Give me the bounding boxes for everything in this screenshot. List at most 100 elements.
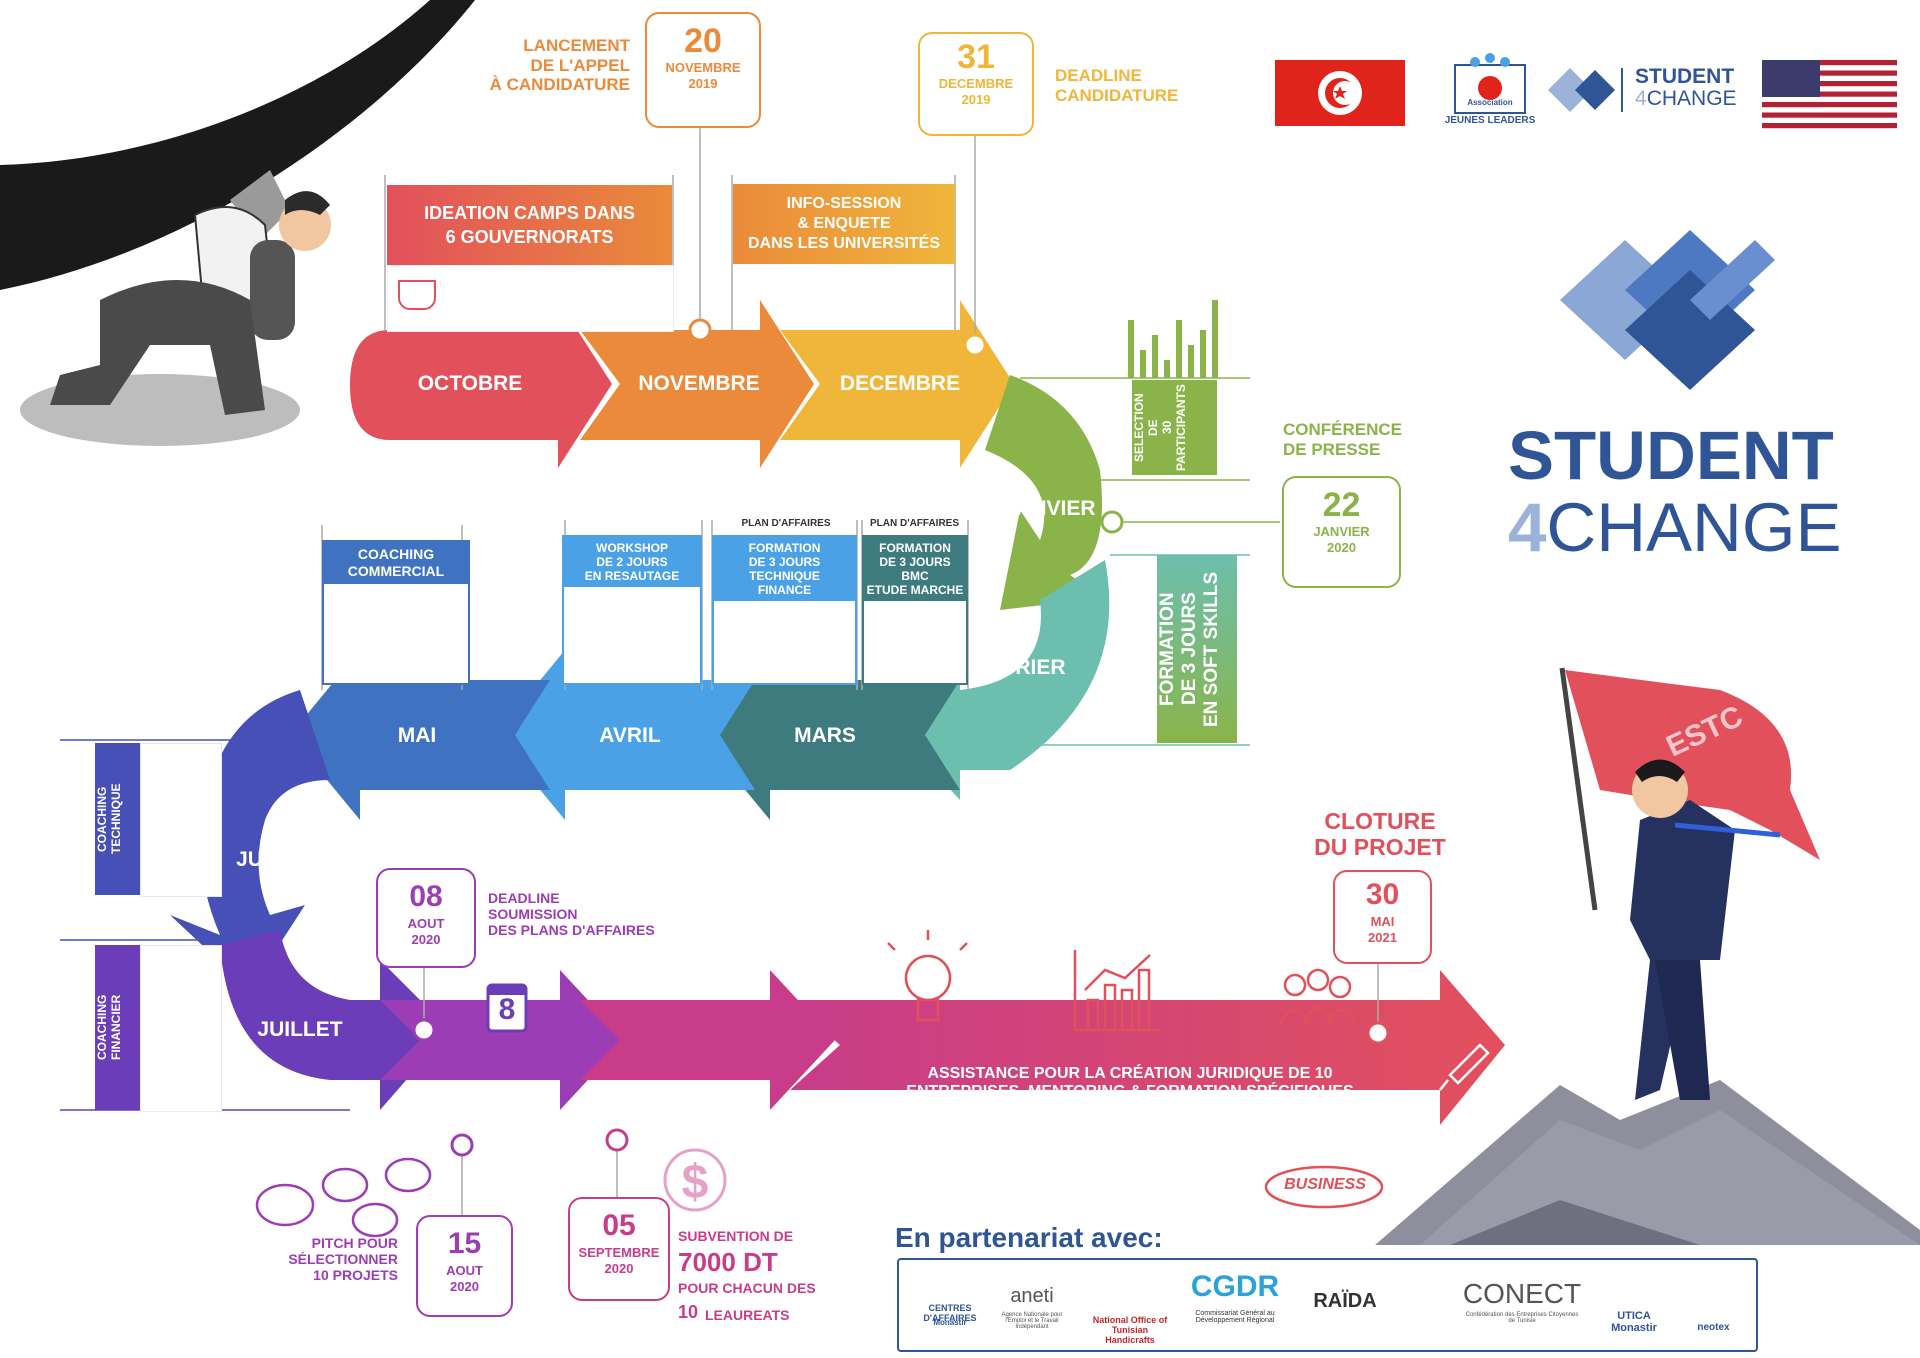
partner-handicrafts: National Office of Tunisian Handicrafts xyxy=(1092,1315,1168,1345)
cloture-label: CLOTURE DU PROJET xyxy=(1314,808,1446,861)
launch-month: NOVEMBRE xyxy=(665,60,741,75)
month-mars: MARS xyxy=(794,724,856,747)
deadline-label: DEADLINE CANDIDATURE xyxy=(1055,66,1179,105)
small-brand-change-line: 4CHANGE xyxy=(1635,88,1755,110)
month-mai: MAI xyxy=(397,724,437,747)
partner-centres-affaires-sub: Monastir xyxy=(933,1318,967,1327)
pushing-man-illustration xyxy=(20,170,331,446)
subvention-line-1: SUBVENTION DE xyxy=(678,1228,794,1244)
conference-date-box: 22 JANVIER 2020 xyxy=(1282,476,1401,588)
card-coaching-commercial: COACHING COMMERCIAL xyxy=(322,540,470,685)
card-plan1: FORMATION DE 3 JOURS TECHNIQUE FINANCE xyxy=(712,535,857,685)
arrow-novembre xyxy=(580,300,814,468)
partner-aneti: aneti xyxy=(1010,1285,1054,1307)
cloture-date-box: 30 MAI 2021 xyxy=(1333,870,1432,964)
launch-day: 20 xyxy=(684,22,722,60)
card-plan1-title: FORMATION DE 3 JOURS TECHNIQUE FINANCE xyxy=(714,537,855,601)
partner-cgdr-sub: Commissariat Général au Développement Ré… xyxy=(1195,1310,1275,1324)
info-session-banner: INFO-SESSION & ENQUETE DANS LES UNIVERSI… xyxy=(733,184,955,264)
conference-year: 2020 xyxy=(1327,540,1356,555)
partner-raida: RAÏDA xyxy=(1313,1290,1377,1312)
partners-title: En partenariat avec: xyxy=(895,1222,1163,1253)
partner-centres-affaires: CENTRES D'AFFAIRES xyxy=(923,1303,977,1323)
month-novembre: NOVEMBRE xyxy=(638,372,760,395)
cloture-day: 30 xyxy=(1365,878,1400,911)
aout08-month: AOUT xyxy=(407,916,445,931)
sept05-year: 2020 xyxy=(604,1261,634,1276)
selection-bars-icon xyxy=(1128,300,1218,378)
small-brand-change: CHANGE xyxy=(1646,87,1737,110)
calendar-number: 8 xyxy=(498,993,516,1026)
calendar-icon xyxy=(486,983,528,1033)
arrow-aout xyxy=(380,970,625,1110)
card-plan2-caption: PLAN D'AFFAIRES xyxy=(869,518,960,529)
cloture-year: 2021 xyxy=(1368,930,1397,945)
conference-day: 22 xyxy=(1322,486,1361,524)
arrow-fevrier xyxy=(895,560,1110,800)
month-octobre: OCTOBRE xyxy=(417,372,523,395)
arrow-juin xyxy=(170,690,330,990)
partners-box xyxy=(897,1258,1758,1352)
man-on-mountain-illustration xyxy=(1375,667,1920,1245)
subvention-line-2: 7000 DT xyxy=(678,1247,778,1277)
aout08-year: 2020 xyxy=(411,932,441,947)
team-people-icon xyxy=(1278,968,1357,1026)
partner-neotex: neotex xyxy=(1697,1322,1730,1333)
arrow-septembre xyxy=(580,970,835,1110)
big-brand-four: 4 xyxy=(1508,489,1547,566)
aout15-day: 15 xyxy=(447,1227,482,1260)
small-brand-logo: STUDENT 4CHANGE xyxy=(1635,66,1755,110)
arrow-mai xyxy=(290,650,550,820)
cloture-month: MAI xyxy=(1370,914,1395,929)
assistance-label: ASSISTANCE POUR LA CRÉATION JURIDIQUE DE… xyxy=(906,1065,1354,1101)
estc-big-logo xyxy=(1560,230,1775,390)
month-avril: AVRIL xyxy=(599,724,661,747)
small-brand-four: 4 xyxy=(1635,87,1647,110)
speech-bubbles-icon xyxy=(255,1157,432,1238)
sept05-day: 05 xyxy=(602,1209,636,1242)
big-brand-change: CHANGE xyxy=(1546,489,1842,566)
black-arc xyxy=(0,0,475,290)
coffee-cup-icon xyxy=(398,280,436,310)
month-juillet: JUILLET xyxy=(257,1018,343,1041)
big-brand-logo: STUDENT 4CHANGE xyxy=(1508,420,1848,564)
month-septembre: SEPTEMBRE xyxy=(636,1078,768,1101)
rocket-icon xyxy=(1439,1043,1490,1091)
coaching-financier-label: COACHING FINANCIER xyxy=(95,945,140,1110)
business-label: BUSINESS xyxy=(1284,1176,1366,1193)
tunisia-flag-icon xyxy=(1275,60,1405,126)
coaching-technique-card xyxy=(140,743,222,897)
association-bottom-text: JEUNES LEADERS xyxy=(1444,115,1536,126)
conference-month: JANVIER xyxy=(1313,524,1370,539)
aout15-month: AOUT xyxy=(446,1263,483,1278)
card-coaching-commercial-title: COACHING COMMERCIAL xyxy=(324,542,468,584)
deadline-date-box: 31 DECEMBRE 2019 xyxy=(918,32,1034,136)
aout15-date-box: 15 AOUT 2020 xyxy=(416,1215,513,1317)
growth-chart-icon xyxy=(1073,950,1160,1032)
big-brand-change-line: 4CHANGE xyxy=(1508,492,1848,564)
lightbulb-icon xyxy=(887,930,968,1022)
deadline-year: 2019 xyxy=(961,92,991,107)
arrow-juillet xyxy=(220,930,450,1110)
association-top-text: Association xyxy=(1467,98,1513,107)
usa-flag-icon xyxy=(1762,60,1897,129)
deadline-day: 31 xyxy=(957,38,995,76)
arrow-assistance xyxy=(790,970,1505,1125)
month-decembre: DECEMBRE xyxy=(839,372,961,395)
partner-conect-sub: Confédération des Entreprises Citoyennes… xyxy=(1465,1312,1579,1324)
aout08-day: 08 xyxy=(409,880,443,913)
arrow-mars xyxy=(700,650,960,820)
card-plan2-title: FORMATION DE 3 JOURS BMC ETUDE MARCHE xyxy=(864,537,966,601)
deadline-month: DECEMBRE xyxy=(938,76,1014,91)
soft-skills-label: FORMATION DE 3 JOURS EN SOFT SKILLS xyxy=(1157,555,1237,743)
estc-small-logo xyxy=(1548,68,1623,112)
card-workshop-title: WORKSHOP DE 2 JOURS EN RESAUTAGE xyxy=(564,537,700,587)
month-aout: AOUT xyxy=(460,1078,520,1101)
coaching-financier-card xyxy=(140,945,222,1112)
partner-utica: UTICA Monastir xyxy=(1611,1310,1657,1334)
selection-label: SELECTION DE 30 PARTICIPANTS xyxy=(1132,380,1217,475)
subvention-line-4: 10 xyxy=(678,1302,699,1322)
month-fevrier: FÉVRIER xyxy=(974,656,1066,679)
business-badge xyxy=(1264,1165,1384,1209)
